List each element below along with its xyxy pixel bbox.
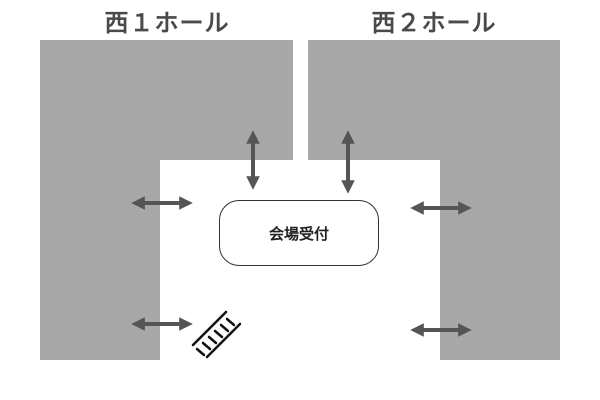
west1-hall-area (40, 40, 293, 360)
reception-desk: 会場受付 (219, 200, 379, 266)
west2-hall-area (308, 40, 560, 360)
stairs-icon (191, 310, 242, 359)
west2-hall-title: 西２ホール (371, 9, 497, 37)
west1-hall-title: 西１ホール (104, 9, 230, 37)
reception-label: 会場受付 (268, 224, 329, 243)
